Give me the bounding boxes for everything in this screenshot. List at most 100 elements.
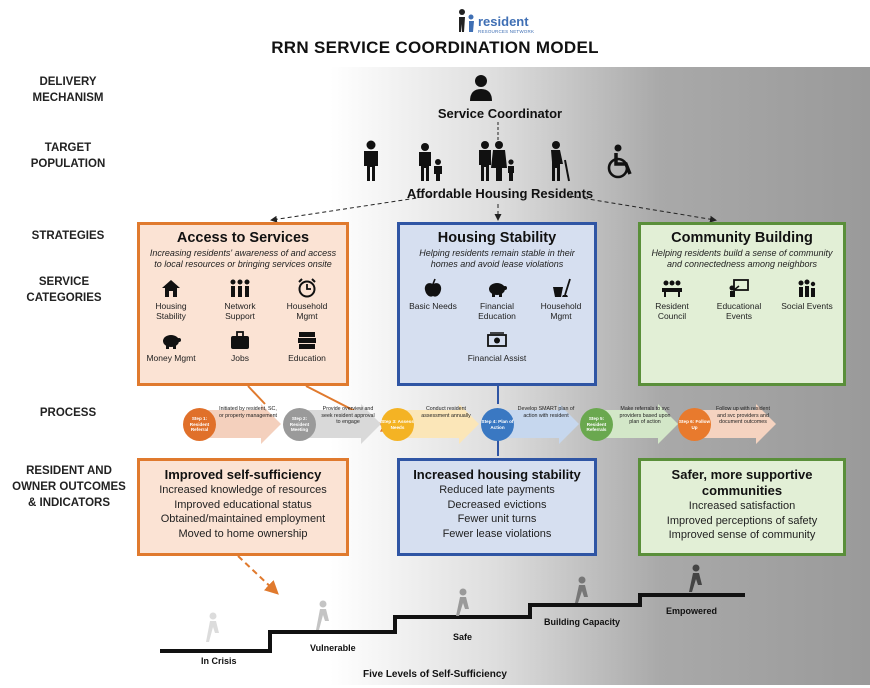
strategy-title: Community Building	[671, 230, 813, 246]
category-jobs: Jobs	[209, 330, 271, 363]
step-label: Step 2: Resident Meeting	[289, 416, 310, 433]
category-household-mgmt: Household Mgmt	[530, 278, 592, 321]
level-label: In Crisis	[201, 656, 237, 666]
level-label: Building Capacity	[544, 617, 621, 627]
step-label: Step 6: Follow Up	[678, 419, 711, 430]
piggy-bank-icon	[163, 335, 181, 349]
step-label: Step 3: Assess Needs	[381, 419, 414, 430]
row-label-service: SERVICE CATEGORIES	[26, 276, 102, 304]
step-description: Follow up with resident and svc provider…	[716, 406, 770, 426]
walking-person-icon	[575, 576, 588, 603]
outcome-self-sufficiency: Improved self-sufficiency Increased know…	[137, 458, 349, 556]
strategy-desc: Helping residents build a sense of commu…	[651, 248, 833, 269]
category-label: Education	[288, 353, 326, 363]
briefcase-icon	[231, 331, 249, 349]
category-resident-council: Resident Council	[641, 278, 703, 321]
strategy-desc: Increasing residents' awareness of and a…	[149, 248, 337, 269]
outcome-line: Increased satisfaction	[688, 500, 796, 512]
step-description: Initiated by resident, SC, or property m…	[219, 406, 278, 419]
footer-title: Five Levels of Self-Sufficiency	[363, 669, 507, 680]
bucket-broom-icon	[553, 278, 571, 297]
category-label: Financial Assist	[467, 353, 527, 363]
category-label: Resident Council	[655, 301, 689, 321]
category-housing-stability: Housing Stability	[140, 278, 202, 321]
alarm-clock-icon	[298, 278, 316, 298]
step-arrow-shape	[594, 404, 678, 444]
step-arrow-shape	[297, 404, 381, 444]
wheelchair-icon	[607, 144, 632, 179]
affordable-housing-residents-label: Affordable Housing Residents	[406, 186, 594, 201]
strategy-access-to-services: Access to Services Increasing residents'…	[137, 222, 349, 386]
row-label-strategies: STRATEGIES	[31, 230, 105, 242]
outcome-title: Safer, more supportive communities	[671, 467, 813, 498]
outcome-line: Increased knowledge of resources	[159, 484, 327, 496]
category-label: Household Mgmt	[540, 301, 582, 321]
step-description: Conduct resident assessment annually	[421, 406, 471, 419]
cash-icon	[487, 332, 507, 347]
family-icon	[479, 141, 514, 181]
logo-name: resident	[478, 14, 529, 29]
outcome-line: Improved perceptions of safety	[666, 514, 818, 527]
step-arrow-shape	[197, 404, 281, 444]
outcome-title: Increased housing stability	[413, 467, 581, 482]
row-label-outcomes: RESIDENT AND OWNER OUTCOMES & INDICATORS	[12, 465, 126, 509]
family-group-icon	[798, 279, 816, 297]
step-badge: Step 5: Resident Referrals	[580, 408, 613, 441]
category-household-mgmt: Household Mgmt	[276, 278, 338, 321]
category-label: Jobs	[231, 353, 249, 363]
page-title: RRN SERVICE COORDINATION MODEL	[271, 38, 599, 57]
category-label: Household Mgmt	[286, 301, 328, 321]
step-arrow-shape	[395, 404, 479, 444]
outcome-communities: Safer, more supportive communities Incre…	[638, 458, 846, 556]
logo-subtitle: RESOURCES NETWORK	[478, 29, 535, 34]
step-label: Step 5: Resident Referrals	[586, 416, 607, 433]
strategy-title: Housing Stability	[437, 230, 557, 246]
parent-child-icon	[419, 143, 442, 181]
outcome-line: Moved to home ownership	[178, 527, 308, 540]
category-educational-events: Educational Events	[708, 278, 770, 321]
walking-person-icon	[456, 588, 469, 616]
row-label-target: TARGET POPULATION	[30, 142, 106, 170]
category-basic-needs: Basic Needs	[402, 278, 464, 311]
walking-person-icon	[316, 600, 329, 630]
outcome-line: Improved educational status	[174, 498, 312, 511]
level-label: Empowered	[666, 606, 718, 616]
outcome-housing-stability: Increased housing stability Reduced late…	[397, 458, 597, 556]
step-label: Step 4: Plan of Action	[481, 419, 514, 430]
step-badge: Step 3: Assess Needs	[381, 408, 414, 441]
row-label-delivery: DELIVERY MECHANISM	[32, 76, 104, 104]
logo-people-icon	[459, 9, 474, 32]
apple-icon	[424, 278, 442, 297]
category-financial-assist: Financial Assist	[466, 330, 528, 363]
outcome-line: Improved sense of community	[668, 529, 816, 541]
step-badge: Step 1: Resident Referral	[183, 408, 216, 441]
outcome-line: Fewer lease violations	[442, 527, 552, 540]
piggy-bank-icon	[489, 283, 507, 297]
people-group-icon	[230, 279, 250, 297]
presentation-board-icon	[729, 279, 749, 297]
step-label: Step 1: Resident Referral	[189, 416, 210, 433]
step-badge: Step 4: Plan of Action	[481, 408, 514, 441]
category-financial-education: Financial Education	[466, 278, 528, 321]
step-description: Develop SMART plan of action with reside…	[517, 406, 575, 419]
step-description: Make referrals to svc providers based up…	[619, 406, 671, 426]
service-coordinator-icon	[470, 75, 492, 101]
outcome-title: Improved self-sufficiency	[164, 467, 322, 482]
category-label: Financial Education	[478, 301, 516, 321]
category-label: Educational Events	[716, 301, 762, 321]
strategy-community-building: Community Building Helping residents bui…	[638, 222, 846, 386]
meeting-icon	[662, 280, 682, 297]
walking-person-icon	[689, 564, 702, 592]
house-icon	[162, 280, 180, 297]
category-social-events: Social Events	[776, 278, 838, 311]
category-label: Money Mgmt	[146, 353, 196, 363]
category-label: Social Events	[781, 301, 833, 311]
elderly-person-icon	[551, 141, 570, 182]
outcome-line: Decreased evictions	[447, 498, 547, 511]
category-label: Housing Stability	[155, 301, 187, 321]
category-label: Network Support	[224, 301, 256, 321]
step-arrow-shape	[495, 404, 579, 444]
books-icon	[298, 332, 316, 349]
strategy-title: Access to Services	[176, 230, 310, 246]
